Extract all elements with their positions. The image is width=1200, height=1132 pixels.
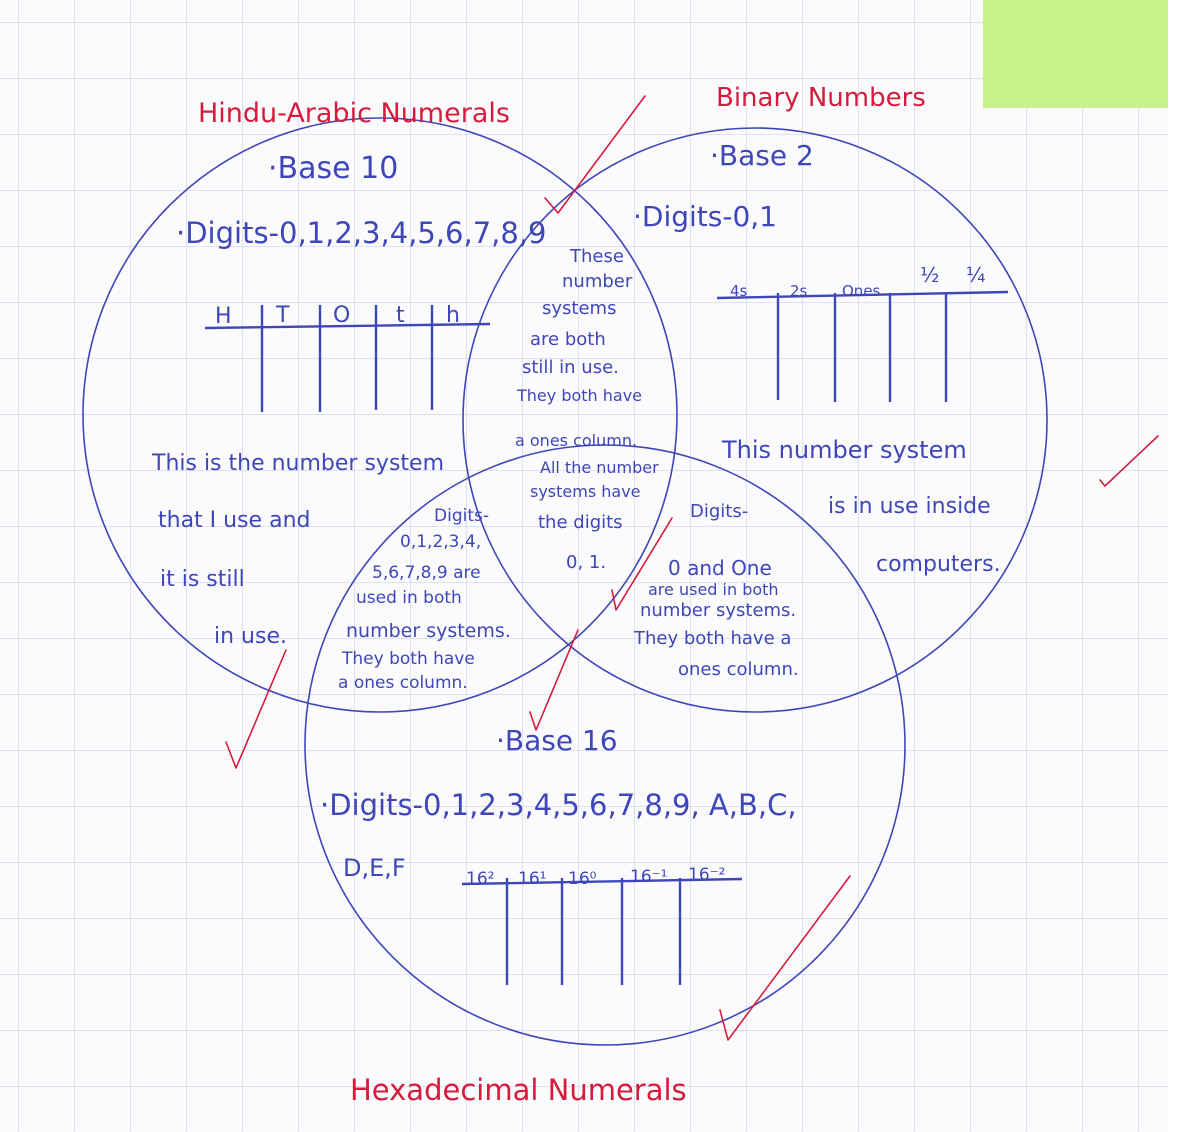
overlap-note-line: number systems. bbox=[346, 620, 511, 642]
overlap-note-line: 5,6,7,8,9 are bbox=[372, 563, 481, 583]
overlap-note-line: 0, 1. bbox=[566, 552, 606, 573]
check-mark bbox=[529, 629, 579, 731]
hindu-arabic-note-2: that I use and bbox=[158, 508, 310, 533]
overlap-note-line: number systems. bbox=[640, 600, 796, 621]
overlap-note-line: 0 and One bbox=[668, 556, 772, 580]
place-header-hundredths: h bbox=[446, 303, 460, 328]
binary-note-1: This number system bbox=[721, 436, 967, 464]
overlap-note-line: All the number bbox=[540, 458, 659, 477]
hexadecimal-base: ·Base 16 bbox=[496, 724, 618, 757]
check-mark bbox=[1099, 435, 1159, 487]
overlap-note-line: 0,1,2,3,4, bbox=[400, 532, 481, 552]
overlap-note-line: number bbox=[562, 271, 633, 292]
hindu-arabic-note-4: in use. bbox=[214, 624, 287, 649]
hindu-hex-overlap-note: Digits- 0,1,2,3,4, 5,6,7,8,9 are used in… bbox=[338, 506, 511, 693]
hindu-arabic-circle bbox=[82, 117, 678, 713]
place-header-tenths: t bbox=[396, 303, 405, 328]
place-header-h: H bbox=[215, 304, 232, 329]
hexadecimal-digits-2: D,E,F bbox=[343, 854, 406, 882]
overlap-note-line: They both have a bbox=[633, 628, 791, 649]
binary-header-quarter: ¼ bbox=[966, 263, 985, 287]
binary-title: Binary Numbers bbox=[716, 83, 926, 113]
place-header-o: O bbox=[333, 303, 350, 328]
center-overlap-note: These number systems are both still in u… bbox=[515, 246, 659, 573]
overlap-note-line: ones column. bbox=[678, 659, 799, 680]
overlap-note-line: still in use. bbox=[522, 357, 619, 378]
binary-header-2s: 2s bbox=[790, 282, 808, 300]
place-header-t: T bbox=[275, 303, 290, 328]
hindu-arabic-title: Hindu-Arabic Numerals bbox=[198, 98, 510, 129]
binary-header-ones: Ones bbox=[842, 282, 881, 300]
overlap-note-line: are used in both bbox=[648, 580, 779, 599]
hindu-arabic-note-3: it is still bbox=[160, 567, 245, 592]
binary-header-4s: 4s bbox=[730, 282, 748, 300]
hexadecimal-place-chart bbox=[461, 877, 743, 985]
hex-header-16-neg2: 16⁻² bbox=[688, 865, 725, 885]
overlap-note-line: They both have bbox=[516, 386, 642, 405]
overlap-note-line: systems have bbox=[530, 482, 641, 501]
hindu-arabic-digits: ·Digits-0,1,2,3,4,5,6,7,8,9 bbox=[176, 216, 547, 250]
binary-digits: ·Digits-0,1 bbox=[633, 200, 777, 233]
hex-header-16-2: 16² bbox=[466, 869, 494, 889]
overlap-note-line: Digits- bbox=[690, 501, 748, 522]
hindu-arabic-base: ·Base 10 bbox=[268, 151, 398, 186]
hindu-arabic-note-1: This is the number system bbox=[151, 451, 444, 476]
overlap-note-line: a ones column. bbox=[338, 673, 468, 693]
binary-note-3: computers. bbox=[876, 552, 1001, 577]
overlap-note-line: the digits bbox=[538, 512, 623, 533]
hex-header-16-neg1: 16⁻¹ bbox=[630, 867, 667, 887]
hindu-arabic-place-chart bbox=[204, 305, 491, 412]
check-mark bbox=[611, 517, 673, 611]
hex-header-16-0: 16⁰ bbox=[568, 869, 597, 889]
hex-header-16-1: 16¹ bbox=[518, 869, 546, 889]
overlap-note-line: used in both bbox=[356, 588, 462, 608]
overlap-note-line: They both have bbox=[341, 649, 475, 669]
hexadecimal-title: Hexadecimal Numerals bbox=[350, 1073, 687, 1107]
overlap-note-line: are both bbox=[530, 329, 606, 350]
overlap-note-line: Digits- bbox=[434, 506, 489, 526]
binary-circle bbox=[462, 127, 1048, 713]
hexadecimal-circle bbox=[304, 444, 906, 1046]
binary-place-chart bbox=[716, 290, 1009, 402]
hexadecimal-digits-1: ·Digits-0,1,2,3,4,5,6,7,8,9, A,B,C, bbox=[320, 788, 797, 822]
check-mark bbox=[225, 649, 287, 769]
page-edge bbox=[1168, 0, 1200, 1132]
overlap-note-line: a ones column. bbox=[515, 431, 637, 450]
overlap-note-line: systems bbox=[542, 298, 616, 319]
binary-header-half: ½ bbox=[920, 263, 939, 287]
overlap-note-line: These bbox=[569, 246, 624, 267]
binary-note-2: is in use inside bbox=[828, 494, 991, 519]
sticky-note bbox=[983, 0, 1173, 108]
check-mark bbox=[544, 95, 646, 214]
binary-hex-overlap-note: Digits- 0 and One are used in both numbe… bbox=[633, 501, 799, 680]
binary-base: ·Base 2 bbox=[710, 139, 814, 172]
check-mark bbox=[719, 875, 851, 1041]
